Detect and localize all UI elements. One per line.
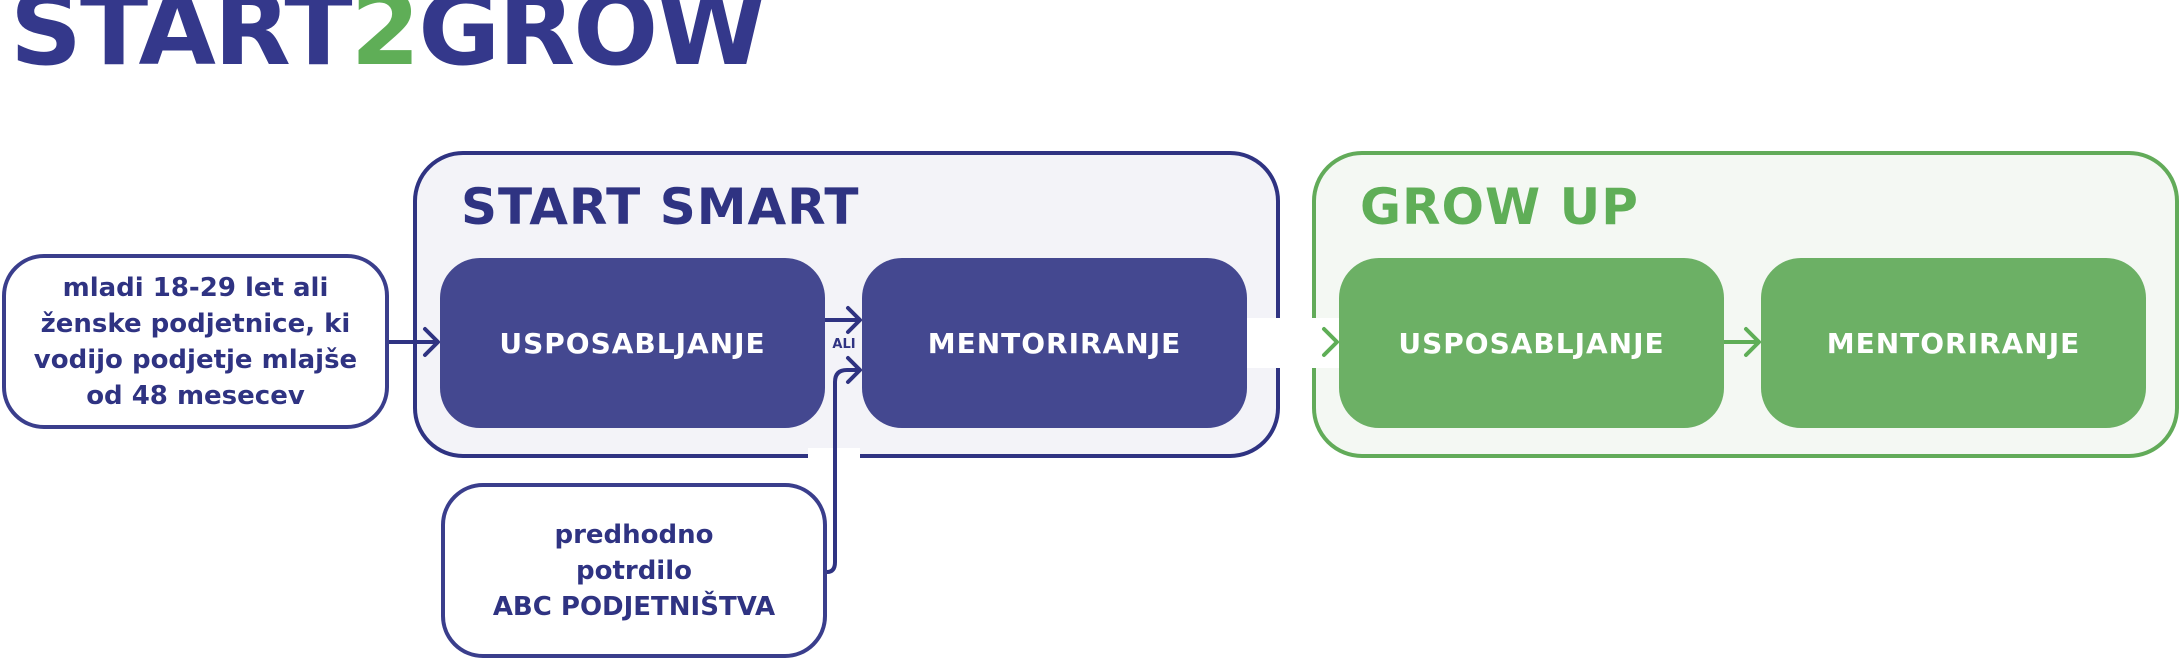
certificate-line: potrdilo [575, 555, 692, 586]
grow-training-label: USPOSABLJANJE [1398, 326, 1665, 360]
title-start: START [10, 0, 353, 88]
certificate-box: predhodno potrdilo ABC PODJETNIŠTVA [441, 483, 827, 658]
grow-mentoring-box: MENTORIRANJE [1761, 258, 2146, 428]
eligibility-line: mladi 18-29 let ali [62, 272, 329, 303]
start-mentoring-label: MENTORIRANJE [927, 326, 1182, 360]
start-smart-label: START SMART [461, 178, 860, 236]
brand-title: START2GROW [10, 0, 767, 80]
title-two: 2 [350, 0, 421, 88]
certificate-line: predhodno [554, 519, 714, 550]
eligibility-box: mladi 18-29 let ali ženske podjetnice, k… [2, 254, 389, 429]
start-training-box: USPOSABLJANJE [440, 258, 825, 428]
title-grow: GROW [418, 0, 766, 88]
eligibility-line: od 48 mesecev [86, 380, 305, 411]
grow-mentoring-label: MENTORIRANJE [1826, 326, 2081, 360]
certificate-line: ABC PODJETNIŠTVA [492, 591, 776, 622]
start-mentoring-box: MENTORIRANJE [862, 258, 1247, 428]
grow-training-box: USPOSABLJANJE [1339, 258, 1724, 428]
eligibility-line: vodijo podjetje mlajše [33, 344, 358, 375]
ali-label: ALI [832, 337, 856, 352]
grow-up-label: GROW UP [1360, 178, 1639, 236]
start-training-label: USPOSABLJANJE [499, 326, 766, 360]
eligibility-line: ženske podjetnice, ki [40, 308, 351, 339]
